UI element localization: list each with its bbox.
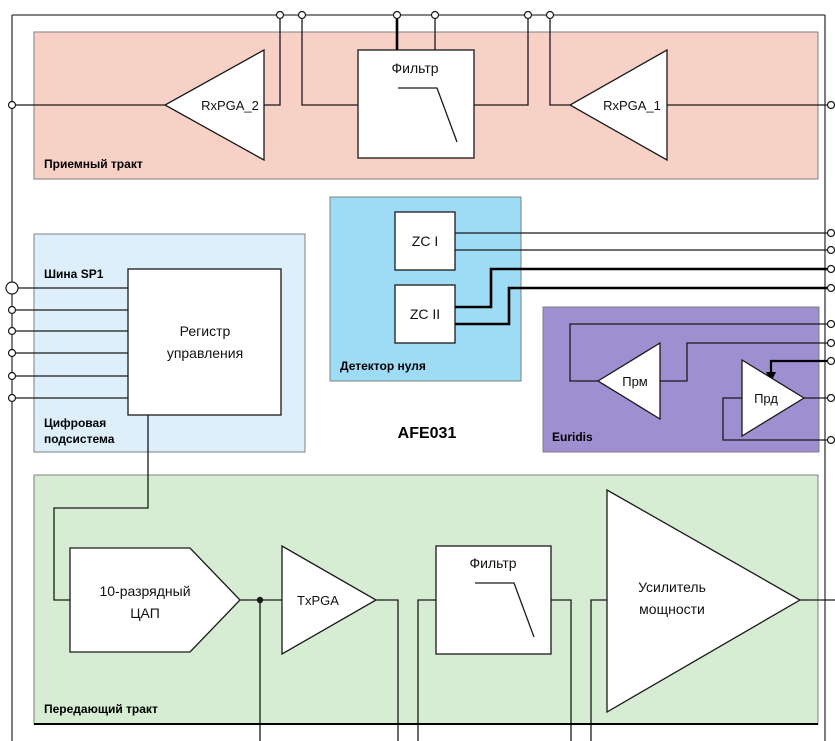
digital-bus-wiring bbox=[12, 287, 128, 399]
spi-bus-label: Шина SP1 bbox=[44, 267, 104, 281]
receive-path-label: Приемный тракт bbox=[44, 157, 143, 171]
euridis-wiring bbox=[569, 323, 835, 441]
dac-output-node bbox=[256, 596, 264, 604]
contact-dots bbox=[7, 10, 835, 110]
digital-pin-dots bbox=[5, 281, 19, 403]
euridis-label: Euridis bbox=[552, 430, 593, 444]
power-amplifier bbox=[606, 488, 802, 714]
receive-wiring bbox=[12, 15, 835, 106]
rxpga1-amplifier bbox=[568, 48, 668, 162]
power-amplifier-label-line2: мощности bbox=[639, 601, 705, 617]
tx-control-arrow-icon bbox=[766, 372, 776, 382]
rx-filter-response-icon bbox=[398, 87, 458, 143]
zc1-label: ZC I bbox=[412, 233, 438, 249]
prd-transmitter-amplifier bbox=[741, 358, 806, 438]
rxpga2-amplifier bbox=[163, 48, 265, 162]
control-register-label-line2: управления bbox=[167, 345, 243, 361]
chip-name: AFE031 bbox=[398, 425, 457, 442]
control-register-block bbox=[127, 268, 282, 416]
zc2-block bbox=[394, 284, 456, 344]
power-amplifier-label-line1: Усилитель bbox=[638, 579, 706, 595]
zc2-label: ZC II bbox=[410, 306, 440, 322]
zc-bold-wiring bbox=[455, 267, 835, 326]
prm-label: Прм bbox=[622, 374, 648, 389]
rx-filter-block bbox=[357, 49, 475, 159]
rx-filter-label: Фильтр bbox=[391, 60, 438, 76]
transmit-path-label: Передающий тракт bbox=[44, 702, 158, 716]
transmit-wiring bbox=[53, 415, 835, 741]
control-register-label-line1: Регистр bbox=[180, 323, 231, 339]
rxpga1-label: RxPGA_1 bbox=[603, 98, 661, 113]
digital-subsystem-label-line1: Цифровая bbox=[44, 416, 106, 430]
tx-filter-label: Фильтр bbox=[469, 555, 516, 571]
zc1-block bbox=[394, 211, 456, 271]
rxpga2-label: RxPGA_2 bbox=[201, 98, 259, 113]
zero-detector-wiring bbox=[455, 232, 835, 251]
txpga-amplifier bbox=[281, 544, 378, 656]
euridis-bold-wiring bbox=[769, 359, 835, 374]
zero-detector-label: Детектор нуля bbox=[340, 359, 426, 373]
prd-label: Прд bbox=[754, 391, 778, 406]
prm-receiver-amplifier bbox=[596, 341, 661, 421]
tx-filter-response-icon bbox=[475, 582, 535, 638]
dac-label-line1: 10-разрядный bbox=[99, 583, 190, 599]
euridis-pin-dots bbox=[826, 228, 835, 445]
digital-subsystem-label-line2: подсистема bbox=[44, 432, 115, 446]
dac-block bbox=[69, 547, 241, 653]
txpga-label: TxPGA bbox=[297, 593, 339, 608]
dac-label-line2: ЦАП bbox=[130, 605, 160, 621]
tx-filter-block bbox=[435, 545, 552, 655]
